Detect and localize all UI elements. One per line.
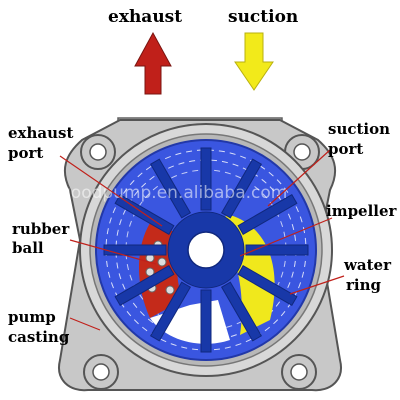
exhaust-label: exhaust: [108, 7, 182, 27]
svg-text:port: port: [8, 144, 43, 162]
leader-pump-casting: [69, 317, 101, 331]
leader-exhaust-port: [59, 155, 163, 227]
svg-text:water: water: [343, 256, 392, 274]
leader-lines: [59, 149, 345, 331]
exhaust-arrow: [134, 31, 172, 95]
svg-text:port: port: [328, 140, 363, 158]
leader-suction-port: [267, 149, 331, 207]
water-ring-label: water ring: [343, 256, 392, 294]
suction-port-label: suction port: [328, 120, 390, 158]
exhaust-port-label: exhaust port: [8, 124, 73, 162]
impeller-shaft: [187, 231, 225, 269]
impeller-label: impeller: [326, 202, 398, 220]
rubber-ball-label: rubber ball: [12, 220, 70, 257]
bolt-hole: [89, 143, 107, 161]
suction-arrow: [234, 32, 274, 91]
leader-water-ring: [289, 275, 345, 295]
svg-text:ring: ring: [346, 276, 382, 294]
watermark: goodpump.en.alibaba.com: [60, 183, 287, 203]
bolt-hole: [290, 363, 308, 381]
leader-impeller: [239, 217, 333, 257]
svg-text:rubber: rubber: [12, 220, 70, 238]
svg-text:pump: pump: [8, 308, 56, 326]
rubber-ball: [165, 285, 175, 295]
svg-text:exhaust: exhaust: [8, 124, 73, 142]
bolt-hole: [293, 143, 311, 161]
pump-casting-label: pump casting: [8, 308, 70, 346]
svg-text:ball: ball: [12, 239, 44, 257]
svg-text:suction: suction: [328, 120, 390, 138]
bolt-hole: [92, 363, 110, 381]
leader-rubber-ball: [69, 239, 157, 265]
svg-text:casting: casting: [8, 328, 70, 346]
rubber-ball: [157, 257, 167, 267]
suction-label: suction: [228, 7, 298, 27]
